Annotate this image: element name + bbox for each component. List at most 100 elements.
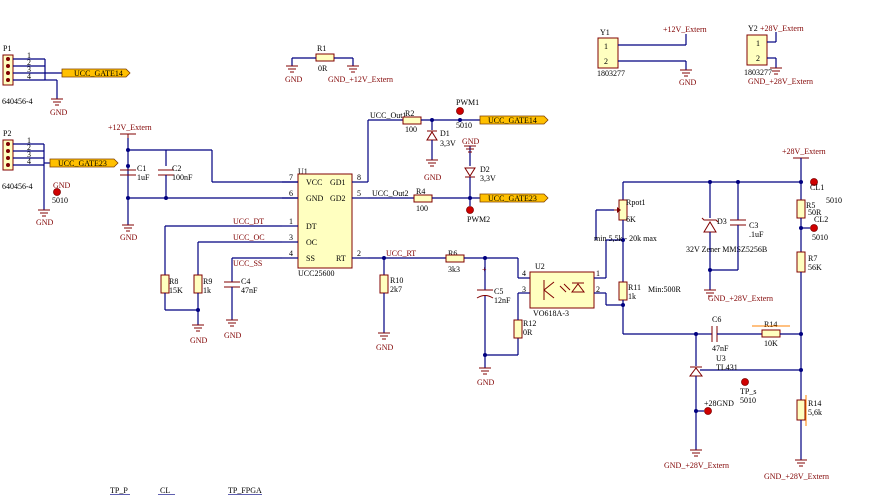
- cl2-value: 5010: [812, 233, 828, 242]
- ucc-ss-label: UCC_SS: [233, 259, 262, 268]
- tps-value: 5010: [740, 396, 756, 405]
- d1-gnd-label: GND: [424, 173, 442, 182]
- r14b-gnd28-label: GND_+28V_Extern: [764, 472, 829, 481]
- r14a-ref: R14: [764, 320, 777, 329]
- tps-ref: TP_s: [740, 387, 756, 396]
- rpot1-value: 6K: [626, 215, 636, 224]
- r1-ref: R1: [317, 44, 326, 53]
- r8-ref: R8: [169, 277, 178, 286]
- u1-num-6: 6: [289, 189, 293, 198]
- p1-pin2: 2: [27, 58, 31, 67]
- r14a-value: 10K: [764, 339, 778, 348]
- pwm1-ref: PWM1: [456, 98, 479, 107]
- u2-part: VO618A-3: [533, 309, 569, 318]
- y2-pin2: 2: [756, 54, 760, 63]
- c1-ref: C1: [137, 164, 146, 173]
- d3-value: 32V Zener MMSZ5256B: [686, 245, 767, 254]
- p1-ref: P1: [3, 44, 11, 53]
- connector-y2: Y2 +28V_Extern 1 2 1803277 GND_+28V_Exte…: [744, 24, 813, 86]
- feedback-pot: Rpot1 6K min 5,5k - 20k max R11 1k Min:5…: [594, 182, 696, 335]
- p1-pin1: 1: [27, 51, 31, 60]
- pwm1-value: 5010: [456, 121, 472, 130]
- u1-pin-gd1: GD1: [330, 178, 346, 187]
- u2-pin1: 1: [596, 269, 600, 278]
- connector-y1: Y1 1 2 +12V_Extern GND 1803277: [597, 25, 707, 87]
- u1-pin-dt: DT: [306, 222, 317, 231]
- p2-pin3: 3: [27, 150, 31, 159]
- p1-pin3: 3: [27, 65, 31, 74]
- y2-28v-label: +28V_Extern: [760, 24, 804, 33]
- bottom-label-0: TP_P: [110, 486, 128, 495]
- optocoupler-u2: U2 4 3 1 2 VO618A-3: [522, 239, 623, 318]
- y1-pin1: 1: [604, 42, 608, 51]
- y1-ref: Y1: [600, 28, 610, 37]
- c6-value: 47nF: [712, 344, 729, 353]
- r12-ref: R12: [523, 319, 536, 328]
- c6-ref: C6: [712, 315, 721, 324]
- p1-gate14-flag: UCC_GATE14: [74, 69, 123, 78]
- r11-value: 1k: [628, 292, 636, 301]
- u1-num-7: 7: [289, 173, 293, 182]
- resistor-r1: R1 0R GND GND_+12V_Extern: [285, 44, 393, 84]
- timing-network: UCC_DT UCC_OC UCC_SS R8 15K R9 1k GND C4…: [160, 217, 282, 345]
- c3-value: .1uF: [749, 230, 764, 239]
- u1-num-4: 4: [289, 249, 293, 258]
- r10-value: 2k7: [390, 285, 402, 294]
- r9-ref: R9: [203, 277, 212, 286]
- r7-ref: R7: [808, 254, 817, 263]
- r14b-ref: R14: [808, 399, 821, 408]
- y2-part: 1803277: [744, 68, 772, 77]
- u1-pin-gd2: GD2: [330, 194, 346, 203]
- p2-pin4: 4: [27, 157, 31, 166]
- p2-pin1: 1: [27, 136, 31, 145]
- bottom-labels: TP_P CL TP_FPGA: [110, 486, 262, 495]
- rpot1-ref: Rpot1: [626, 198, 646, 207]
- r6-value: 3k3: [448, 265, 460, 274]
- cl1-ref: CL1: [810, 183, 824, 192]
- d1-value: 3,3V: [440, 139, 456, 148]
- ucc-dt-label: UCC_DT: [233, 217, 264, 226]
- ucc-out1-label: UCC_Out1: [370, 111, 406, 120]
- c5-ref: C5: [494, 287, 503, 296]
- c1-value: 1uF: [137, 173, 150, 182]
- u1-num-3: 3: [289, 233, 293, 242]
- d1-ref: D1: [440, 129, 450, 138]
- r4-ref: R4: [416, 187, 425, 196]
- r4-value: 100: [416, 204, 428, 213]
- u1-pin-vcc: VCC: [306, 178, 322, 187]
- cl2-ref: CL2: [814, 215, 828, 224]
- c5-gnd-label: GND: [477, 378, 495, 387]
- u1-num-8: 8: [357, 173, 361, 182]
- p1-pin4: 4: [27, 72, 31, 81]
- r10-gnd-label: GND: [376, 343, 394, 352]
- p1-gnd-label: GND: [50, 108, 68, 117]
- r12-value: 0R: [523, 328, 533, 337]
- u3-gnd28-label: GND_+28V_Extern: [664, 461, 729, 470]
- d2-value: 3,3V: [480, 174, 496, 183]
- y2-pin1: 1: [756, 39, 760, 48]
- c2-ref: C2: [172, 164, 181, 173]
- y1-part: 1803277: [597, 69, 625, 78]
- u2-ref: U2: [535, 262, 545, 271]
- d2-gnd-label: GND: [462, 137, 480, 146]
- c1-gnd-label: GND: [120, 233, 138, 242]
- bottom-label-2: TP_FPGA: [228, 486, 262, 495]
- p1-part: 640456-4: [2, 97, 33, 106]
- r11-note: Min:500R: [648, 285, 682, 294]
- u1-ref: U1: [298, 167, 308, 176]
- u3-part: TL431: [716, 363, 738, 372]
- ucc-rt-label: UCC_RT: [386, 249, 416, 258]
- u1-num-2: 2: [357, 249, 361, 258]
- y1-pin2: 2: [604, 57, 608, 66]
- rt-network: UCC_RT R10 2k7 GND R6 3k3 + C5 12nF R12 …: [368, 249, 536, 387]
- r1-gnd-ext-label: GND_+12V_Extern: [328, 75, 393, 84]
- r9-value: 1k: [203, 286, 211, 295]
- r8-value: 15K: [169, 286, 183, 295]
- u2-pin2: 2: [596, 285, 600, 294]
- v28gnd-label: +28GND: [704, 399, 734, 408]
- u1-pin-oc: OC: [306, 238, 317, 247]
- cl1-value: 5010: [826, 196, 842, 205]
- c4-value: 47nF: [241, 286, 258, 295]
- c5-value: 12nF: [494, 296, 511, 305]
